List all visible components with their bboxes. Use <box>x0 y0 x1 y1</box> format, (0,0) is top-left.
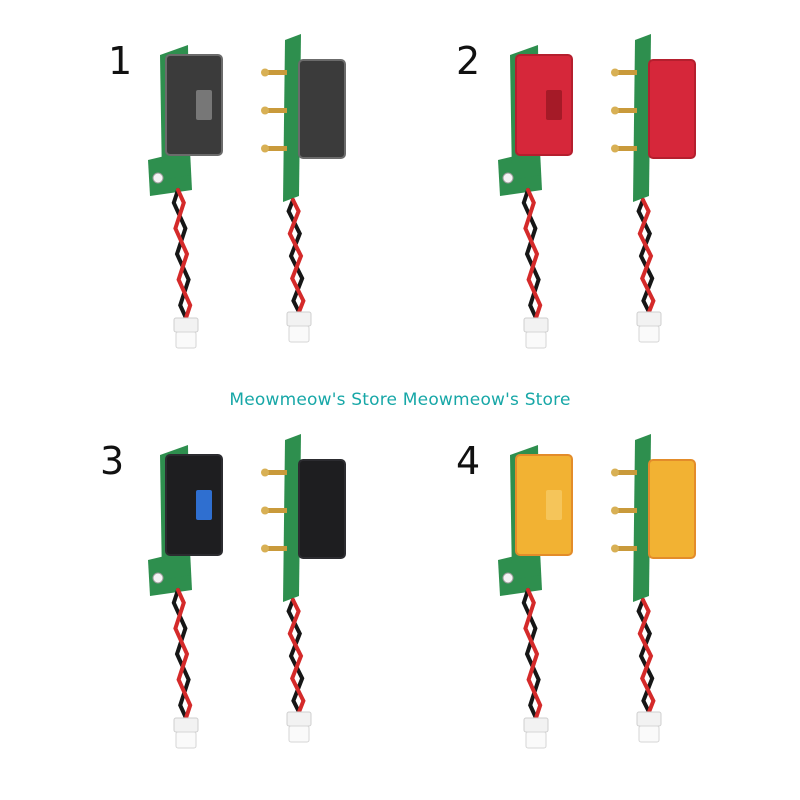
switch-assembly <box>498 34 696 349</box>
switch-housing-side <box>648 59 696 159</box>
switch-assembly <box>498 434 696 749</box>
solder-pin <box>615 108 637 113</box>
switch-housing <box>515 54 573 156</box>
connector-plug <box>288 725 310 743</box>
connector-plug <box>175 731 197 749</box>
pin-head <box>611 144 619 153</box>
pin-head <box>611 68 619 77</box>
mount-hole <box>152 572 164 584</box>
mount-hole <box>502 572 514 584</box>
store-watermark: Meowmeow's Store Meowmeow's Store <box>229 390 571 410</box>
black-wire <box>171 588 191 720</box>
pin-head <box>611 468 619 477</box>
black-wire <box>521 188 541 320</box>
pin-head <box>261 106 269 115</box>
connector-plug <box>638 725 660 743</box>
switch-panel-4: 4 <box>400 400 800 800</box>
red-wire <box>173 588 193 720</box>
pin-head <box>261 544 269 553</box>
connector-housing <box>173 317 199 333</box>
switch-assembly <box>148 434 346 749</box>
switch-housing-side <box>298 59 346 159</box>
switch-plunger <box>546 90 562 120</box>
pin-head <box>261 506 269 515</box>
red-wire <box>287 598 306 714</box>
solder-pin <box>615 470 637 475</box>
black-wire <box>636 198 655 314</box>
red-wire <box>637 598 656 714</box>
solder-pin <box>615 508 637 513</box>
black-wire <box>286 198 305 314</box>
switch-housing-side <box>298 459 346 559</box>
panel-number-3: 3 <box>100 439 125 483</box>
panel-number-1: 1 <box>108 39 133 83</box>
mount-hole <box>502 172 514 184</box>
pin-head <box>261 68 269 77</box>
solder-pin <box>265 508 287 513</box>
solder-pin <box>265 146 287 151</box>
switch-photo-2 <box>498 34 696 349</box>
solder-pin <box>265 470 287 475</box>
solder-pin <box>265 108 287 113</box>
switch-plunger <box>196 490 212 520</box>
red-wire <box>287 198 306 314</box>
solder-pin <box>615 70 637 75</box>
switch-panel-3: 3 <box>0 400 400 800</box>
red-wire <box>523 188 543 320</box>
connector-housing <box>523 717 549 733</box>
panel-number-4: 4 <box>456 439 481 483</box>
connector-plug <box>638 325 660 343</box>
solder-pin <box>615 546 637 551</box>
switch-plunger <box>196 90 212 120</box>
black-wire <box>286 598 305 714</box>
black-wire <box>636 598 655 714</box>
connector-housing <box>523 317 549 333</box>
switch-assembly <box>148 34 346 349</box>
black-wire <box>521 588 541 720</box>
switch-housing-side <box>648 459 696 559</box>
connector-housing <box>173 717 199 733</box>
connector-plug <box>525 331 547 349</box>
switch-housing <box>515 454 573 556</box>
solder-pin <box>265 70 287 75</box>
switch-panel-2: 2 <box>400 0 800 400</box>
pcb-side <box>283 34 301 202</box>
pcb-side <box>283 434 301 602</box>
switch-housing <box>165 454 223 556</box>
red-wire <box>173 188 193 320</box>
connector-housing <box>286 711 312 727</box>
pin-head <box>261 468 269 477</box>
switch-photo-4 <box>498 434 696 749</box>
solder-pin <box>265 546 287 551</box>
pin-head <box>261 144 269 153</box>
connector-plug <box>525 731 547 749</box>
black-wire <box>171 188 191 320</box>
pin-head <box>611 506 619 515</box>
connector-housing <box>636 311 662 327</box>
solder-pin <box>615 146 637 151</box>
switch-photo-1 <box>148 34 346 349</box>
switch-housing <box>165 54 223 156</box>
red-wire <box>637 198 656 314</box>
pin-head <box>611 544 619 553</box>
pin-head <box>611 106 619 115</box>
switch-plunger <box>546 490 562 520</box>
mount-hole <box>152 172 164 184</box>
switch-photo-3 <box>148 434 346 749</box>
pcb-side <box>633 34 651 202</box>
panel-number-2: 2 <box>456 39 481 83</box>
connector-plug <box>175 331 197 349</box>
switch-panel-1: 1 <box>0 0 400 400</box>
connector-plug <box>288 325 310 343</box>
pcb-side <box>633 434 651 602</box>
red-wire <box>523 588 543 720</box>
connector-housing <box>636 711 662 727</box>
connector-housing <box>286 311 312 327</box>
